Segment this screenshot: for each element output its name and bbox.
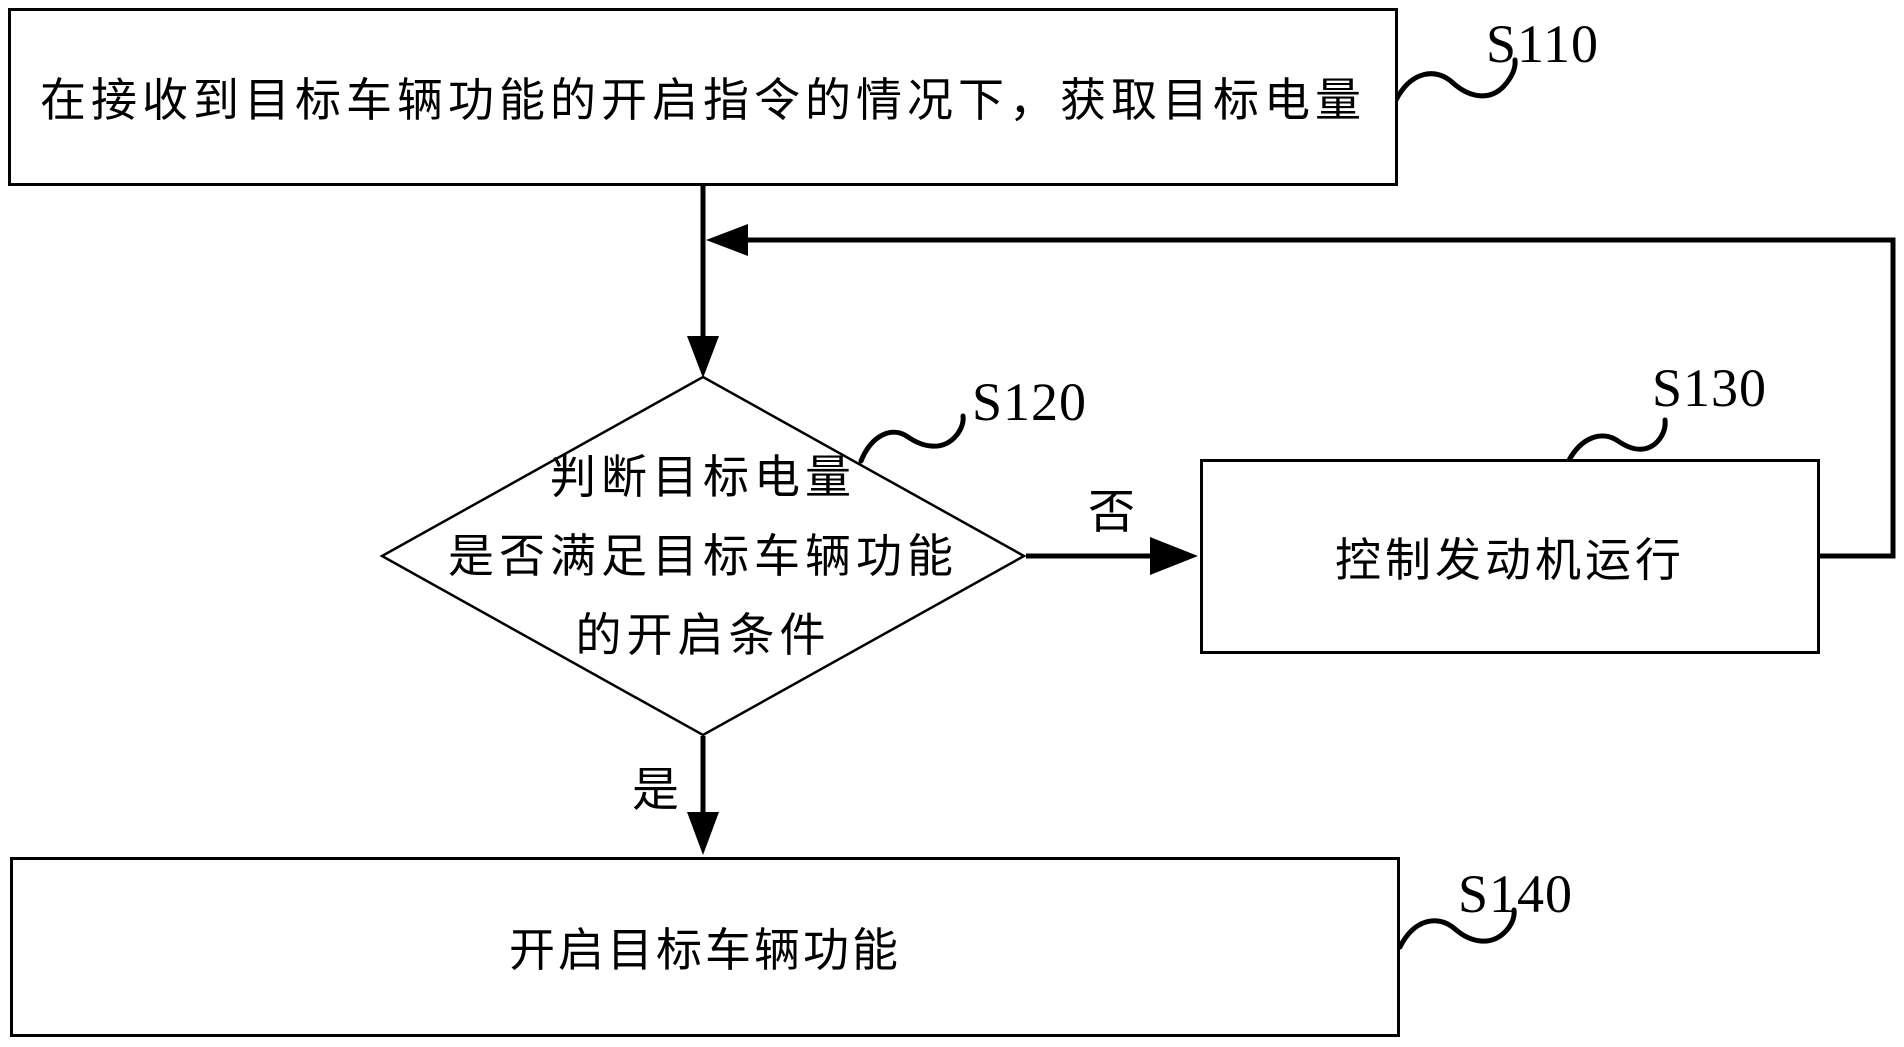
edge-s130-feedback-loop — [748, 237, 1896, 559]
arrowhead-into-s130 — [1150, 537, 1198, 575]
decision-label-line2: 是否满足目标车辆功能 — [448, 531, 958, 582]
process-label-s140: 开启目标车辆功能 — [509, 925, 901, 976]
squiggle-s140 — [1397, 907, 1517, 950]
decision-label-line1: 判断目标电量 — [550, 452, 856, 503]
process-box-s110: 在接收到目标车辆功能的开启指令的情况下，获取目标电量 — [8, 8, 1398, 186]
process-label-s110: 在接收到目标车辆功能的开启指令的情况下，获取目标电量 — [40, 75, 1366, 126]
arrowhead-into-s120 — [687, 336, 719, 378]
step-tag-s140: S140 — [1458, 864, 1574, 924]
step-tag-s130: S130 — [1652, 358, 1768, 418]
squiggle-s120 — [858, 413, 966, 464]
arrowhead-feedback-left — [706, 224, 748, 256]
branch-label-no: 否 — [1088, 487, 1135, 539]
decision-label-s120: 判断目标电量 是否满足目标车辆功能 的开启条件 — [353, 438, 1053, 675]
decision-diamond-shape — [379, 375, 1027, 737]
step-tag-s110: S110 — [1486, 14, 1600, 74]
process-box-s140: 开启目标车辆功能 — [10, 857, 1400, 1037]
step-tag-s120: S120 — [972, 372, 1088, 432]
process-box-s130: 控制发动机运行 — [1200, 459, 1820, 654]
squiggle-s110 — [1393, 57, 1518, 103]
branch-label-yes: 是 — [632, 765, 679, 817]
squiggle-s130 — [1565, 417, 1668, 465]
arrowhead-into-s140 — [687, 812, 719, 855]
decision-label-line3: 的开启条件 — [575, 610, 831, 661]
process-label-s130: 控制发动机运行 — [1335, 534, 1685, 586]
